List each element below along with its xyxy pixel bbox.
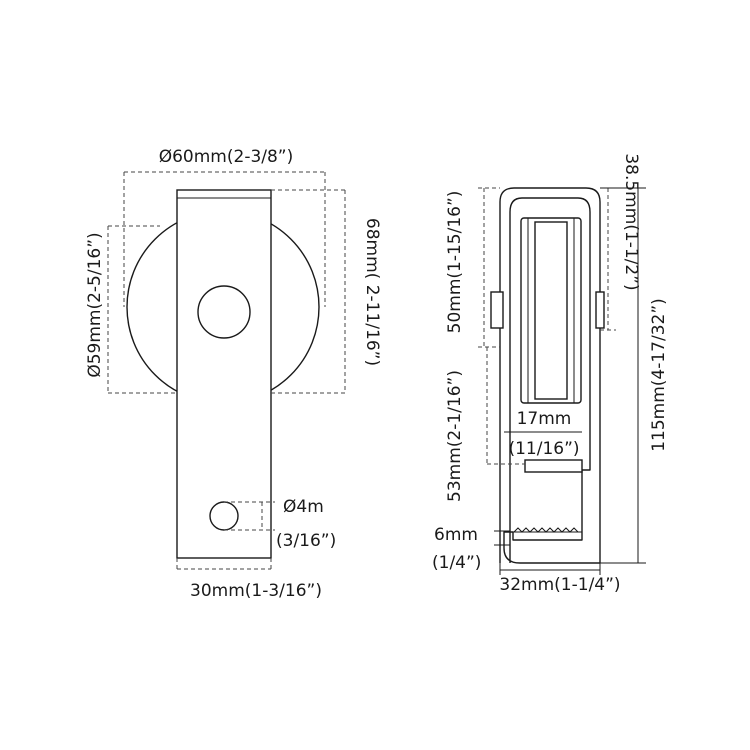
front-wheel-height-label: Ø59mm(2-5/16”) xyxy=(85,232,105,377)
side-base-width-label: 32mm(1-1/4”) xyxy=(499,575,620,595)
front-hole-diameter-label: Ø4m xyxy=(283,497,324,517)
front-view: Ø60mm(2-3/8”) Ø59mm(2-5/16”) 68mm( 2-11/… xyxy=(85,147,382,601)
front-wheel-diameter-label: Ø60mm(2-3/8”) xyxy=(159,147,294,167)
side-overall-height-label: 115mm(4-17/32”) xyxy=(649,298,669,452)
bracket-body xyxy=(499,187,601,564)
axle-nut-right xyxy=(595,291,605,329)
front-plate-height-label: 68mm( 2-11/16”) xyxy=(362,218,382,366)
front-plate-width-label: 30mm(1-3/16”) xyxy=(190,581,322,601)
axle-hole xyxy=(197,285,251,339)
side-wheel-center xyxy=(534,221,568,400)
side-view: 50mm(1-15/16”) 38.5mm(1-1/2”) 115mm(4-17… xyxy=(432,153,669,595)
side-hook-thickness-label: 6mm xyxy=(434,525,478,545)
front-hole-diameter-inch-label: (3/16”) xyxy=(276,531,336,551)
side-groove-width-inch-label: (11/16”) xyxy=(508,439,579,459)
side-groove-width-label: 17mm xyxy=(517,409,572,429)
axle-nut-left xyxy=(490,291,504,329)
hook-teeth xyxy=(513,527,579,533)
mounting-plate xyxy=(176,189,272,559)
side-wheel-height-label: 50mm(1-15/16”) xyxy=(445,191,465,334)
hook-lip xyxy=(524,459,583,473)
side-hook-height-label: 53mm(2-1/16”) xyxy=(445,370,465,502)
side-hook-thickness-inch-label: (1/4”) xyxy=(432,553,481,573)
